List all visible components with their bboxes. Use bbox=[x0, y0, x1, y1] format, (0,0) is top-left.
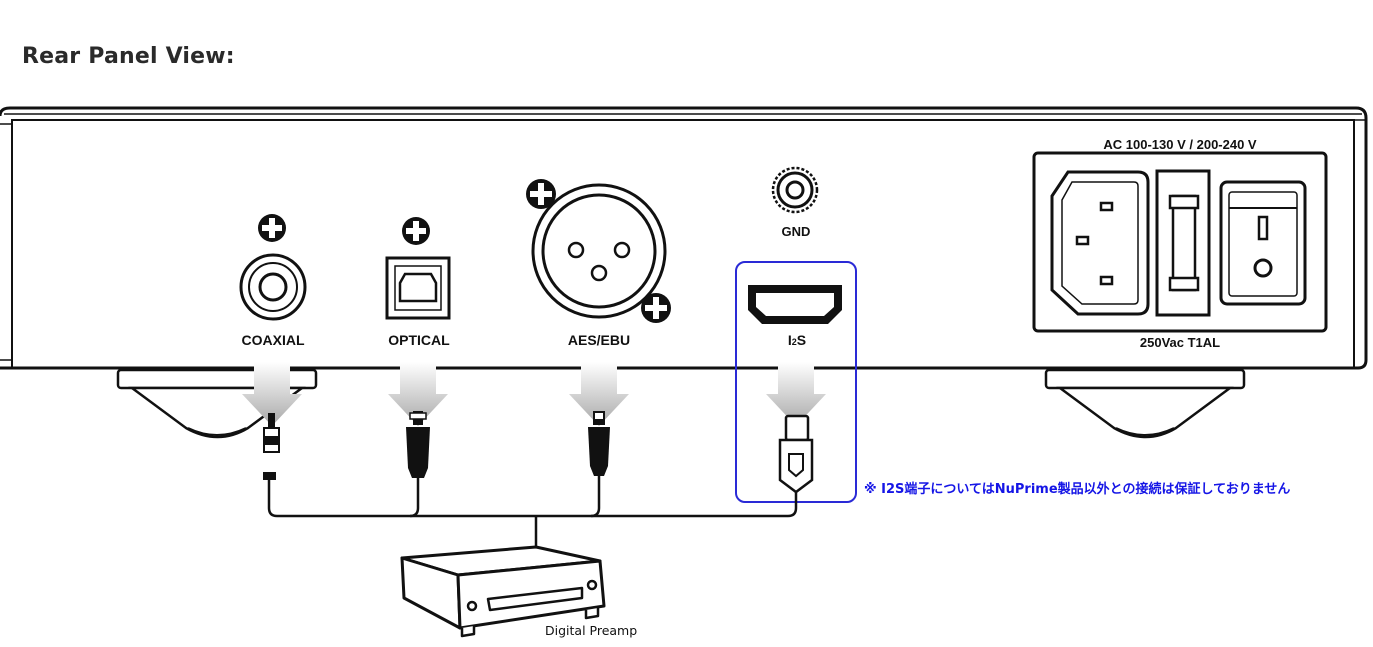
connection-cables bbox=[267, 476, 798, 546]
aes-ebu-label: AES/EBU bbox=[568, 332, 630, 348]
power-switch-icon bbox=[1219, 180, 1307, 306]
device-label: Digital Preamp bbox=[545, 623, 637, 638]
hdmi-port bbox=[748, 285, 842, 324]
optical-label: OPTICAL bbox=[388, 332, 450, 348]
arrow-down-icon bbox=[242, 362, 826, 426]
ground-terminal-icon bbox=[771, 166, 819, 214]
i2s-label: I2S bbox=[788, 332, 806, 348]
fuse-rating-label: 250Vac T1AL bbox=[1140, 335, 1220, 350]
right-foot bbox=[1044, 368, 1246, 439]
gnd-label: GND bbox=[782, 224, 811, 239]
fuse-holder-icon bbox=[1155, 169, 1211, 317]
coaxial-label: COAXIAL bbox=[242, 332, 305, 348]
coaxial-port bbox=[239, 253, 307, 321]
aes-plug bbox=[588, 411, 610, 476]
preamp-device-icon bbox=[400, 545, 606, 638]
hdmi-plug bbox=[778, 414, 814, 494]
voltage-label: AC 100-130 V / 200-240 V bbox=[1103, 137, 1257, 152]
screw-icon bbox=[258, 179, 671, 323]
coaxial-plug bbox=[263, 413, 280, 480]
chassis bbox=[0, 106, 1368, 370]
xlr-port bbox=[531, 183, 667, 319]
i2s-compatibility-note: ※ I2S端子についてはNuPrime製品以外との接続は保証しておりません bbox=[864, 481, 1290, 497]
iec-inlet-icon bbox=[1050, 170, 1150, 316]
page-title: Rear Panel View: bbox=[22, 44, 235, 69]
optical-port bbox=[385, 256, 451, 320]
optical-plug bbox=[406, 411, 430, 478]
